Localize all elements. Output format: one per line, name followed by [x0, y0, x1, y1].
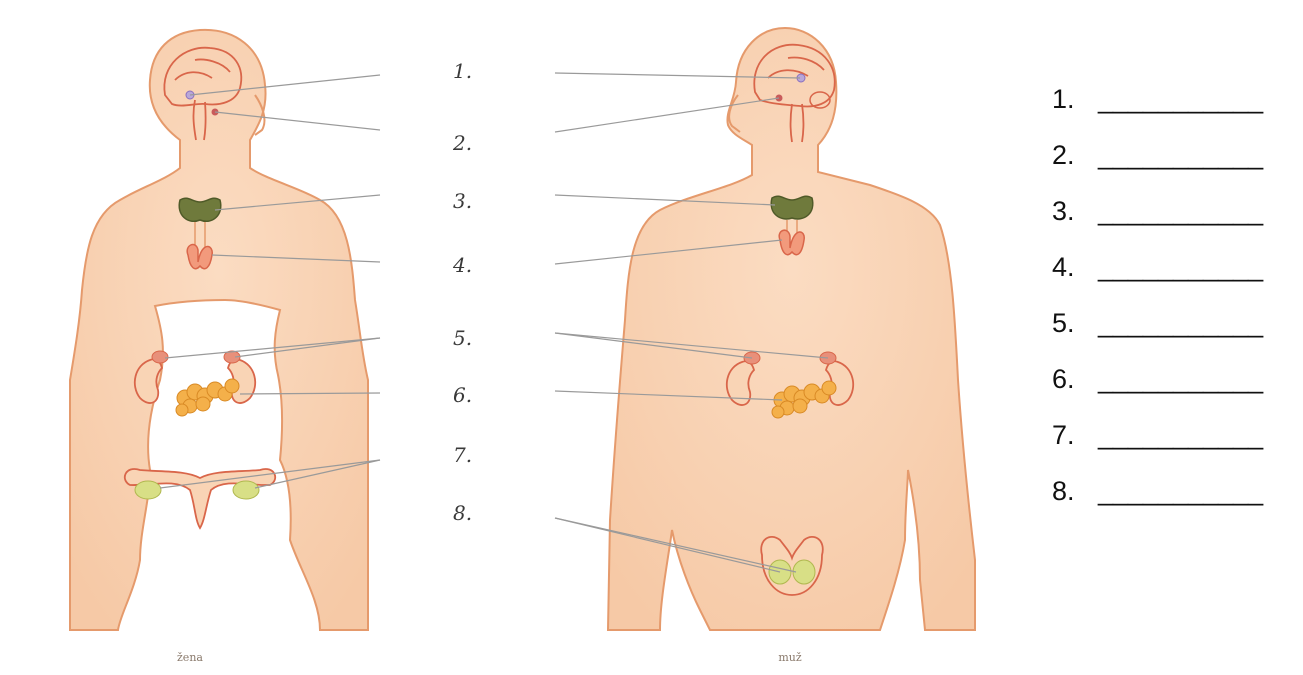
answer-item: 8. ___________ — [1052, 476, 1264, 506]
answer-number: 5. — [1052, 308, 1075, 338]
female-ovary-left — [135, 481, 161, 499]
female-ovary-right — [233, 481, 259, 499]
female-thyroid — [179, 198, 221, 221]
answer-item: 3. ___________ — [1052, 196, 1264, 226]
center-number-6: 6. — [453, 383, 472, 407]
answer-number: 7. — [1052, 420, 1075, 450]
center-number-1: 1. — [453, 59, 472, 83]
answer-blank[interactable]: ___________ — [1097, 196, 1264, 226]
center-number-7: 7. — [453, 443, 472, 467]
female-caption: žena — [177, 651, 203, 664]
answer-item: 1. ___________ — [1052, 84, 1264, 114]
answer-item: 6. ___________ — [1052, 364, 1264, 394]
center-number-3: 3. — [453, 189, 472, 213]
answer-item: 7. ___________ — [1052, 420, 1264, 450]
male-caption: muž — [778, 651, 802, 664]
answer-blank[interactable]: ___________ — [1097, 420, 1264, 450]
answer-blank[interactable]: ___________ — [1097, 84, 1264, 114]
female-panel: žena — [8, 8, 380, 668]
male-thyroid — [771, 196, 813, 219]
answer-number: 3. — [1052, 196, 1075, 226]
male-testis-right — [793, 560, 815, 584]
center-number-4: 4. — [452, 253, 472, 277]
answer-item: 5. ___________ — [1052, 308, 1264, 338]
answer-blank[interactable]: ___________ — [1097, 308, 1264, 338]
center-number-2: 2. — [452, 131, 472, 155]
center-number-5: 5. — [453, 326, 472, 350]
female-adrenal-left — [152, 351, 168, 363]
answer-blank[interactable]: ___________ — [1097, 476, 1264, 506]
answer-item: 4. ___________ — [1052, 252, 1264, 282]
answer-number: 8. — [1052, 476, 1075, 506]
answer-number: 6. — [1052, 364, 1075, 394]
answer-number: 4. — [1052, 252, 1075, 282]
answer-blank[interactable]: ___________ — [1097, 364, 1264, 394]
answer-number: 1. — [1052, 84, 1075, 114]
center-number-8: 8. — [453, 501, 472, 525]
answer-blank[interactable]: ___________ — [1097, 252, 1264, 282]
answer-item: 2. ___________ — [1052, 140, 1264, 170]
center-numbers: 1. 2. 3. 4. 5. 6. 7. 8. — [452, 59, 472, 525]
answer-list: 1. ___________ 2. ___________ 3. _______… — [1052, 84, 1264, 506]
answer-number: 2. — [1052, 140, 1075, 170]
answer-blank[interactable]: ___________ — [1097, 140, 1264, 170]
